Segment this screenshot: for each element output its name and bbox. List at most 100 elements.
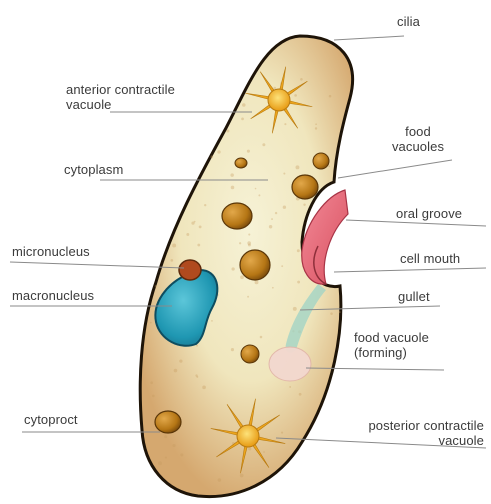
texture-dot	[241, 118, 244, 121]
texture-dot	[226, 129, 229, 132]
label-cytoplasm: cytoplasm	[64, 162, 123, 177]
texture-dot	[230, 173, 233, 176]
texture-dot	[246, 77, 248, 79]
label-gullet: gullet	[398, 289, 430, 304]
label-posterior-cv-line1: posterior contractile	[318, 418, 484, 433]
texture-dot	[330, 281, 333, 284]
texture-dot	[239, 89, 241, 91]
texture-dot	[295, 165, 299, 169]
texture-dot	[215, 61, 217, 63]
texture-dot	[297, 249, 300, 252]
label-food-vacuole-forming: food vacuole (forming)	[354, 330, 429, 360]
texture-dot	[283, 173, 285, 175]
label-micronucleus: micronucleus	[12, 244, 90, 259]
texture-dot	[255, 188, 257, 190]
texture-dot	[299, 393, 302, 396]
texture-dot	[172, 193, 174, 195]
forming-food-vacuole	[269, 347, 311, 381]
texture-dot	[196, 345, 198, 347]
texture-dot	[164, 435, 167, 438]
texture-dot	[231, 186, 235, 190]
texture-dot	[275, 212, 277, 214]
texture-dot	[269, 225, 272, 228]
texture-dot	[248, 447, 251, 450]
texture-dot	[247, 150, 250, 153]
leader-cilia	[334, 36, 404, 40]
food-vacuole	[235, 158, 247, 168]
texture-dot	[165, 456, 167, 458]
texture-dot	[239, 242, 241, 244]
texture-dot	[272, 287, 274, 289]
texture-dot	[242, 103, 246, 107]
texture-dot	[177, 122, 179, 124]
texture-dot	[150, 207, 153, 210]
texture-dot	[328, 166, 330, 168]
food-vacuole	[240, 250, 270, 280]
texture-dot	[172, 244, 176, 248]
texture-dot	[338, 402, 341, 405]
texture-dot	[342, 456, 346, 460]
texture-dot	[150, 381, 153, 384]
texture-dot	[194, 221, 196, 223]
texture-dot	[149, 263, 152, 266]
texture-dot	[293, 307, 297, 311]
texture-dot	[152, 395, 155, 398]
food-vacuole	[313, 153, 329, 169]
texture-dot	[173, 220, 177, 224]
texture-dot	[263, 451, 265, 453]
texture-dot	[247, 296, 249, 298]
vacuole-center	[237, 425, 259, 447]
texture-dot	[271, 218, 273, 220]
texture-dot	[240, 474, 244, 478]
texture-dot	[248, 72, 250, 74]
label-anterior-contractile-vacuole: anterior contractile vacuole	[66, 82, 175, 112]
texture-dot	[274, 87, 277, 90]
texture-dot	[204, 204, 206, 206]
texture-dot	[240, 275, 244, 279]
texture-dot	[205, 49, 208, 52]
texture-dot	[339, 311, 341, 313]
vacuole-center	[268, 89, 290, 111]
texture-dot	[281, 265, 283, 267]
texture-dot	[171, 259, 174, 262]
label-posterior-contractile-vacuole: posterior contractile vacuole	[318, 418, 484, 448]
texture-dot	[315, 127, 317, 129]
texture-dot	[220, 82, 224, 86]
texture-dot	[329, 95, 332, 98]
texture-dot	[303, 204, 305, 206]
leader-micronucleus	[10, 262, 184, 268]
texture-dot	[209, 61, 212, 64]
label-anterior-cv-line1: anterior contractile	[66, 82, 175, 97]
texture-dot	[283, 206, 286, 209]
label-oral-groove: oral groove	[396, 206, 462, 221]
texture-dot	[284, 123, 286, 125]
texture-dot	[330, 312, 333, 315]
texture-dot	[346, 328, 350, 332]
texture-dot	[150, 322, 152, 324]
texture-dot	[167, 204, 169, 206]
texture-dot	[326, 466, 329, 469]
food-vacuole	[155, 411, 181, 433]
texture-dot	[160, 162, 163, 165]
texture-dot	[197, 244, 200, 247]
texture-dot	[195, 374, 197, 376]
texture-dot	[199, 225, 202, 228]
texture-dot	[255, 280, 259, 284]
texture-dot	[346, 245, 348, 247]
texture-dot	[165, 58, 168, 61]
texture-dot	[248, 244, 251, 247]
texture-dot	[297, 281, 300, 284]
label-anterior-cv-line2: vacuole	[66, 97, 175, 112]
texture-dot	[300, 78, 303, 81]
texture-dot	[231, 348, 234, 351]
texture-dot	[315, 123, 317, 125]
texture-dot	[155, 285, 157, 287]
texture-dot	[166, 142, 168, 144]
texture-dot	[347, 339, 349, 341]
micronucleus	[179, 260, 201, 280]
texture-dot	[294, 94, 297, 97]
label-food-vacuoles: food vacuoles	[383, 124, 453, 154]
texture-dot	[166, 120, 169, 123]
texture-dot	[341, 276, 343, 278]
